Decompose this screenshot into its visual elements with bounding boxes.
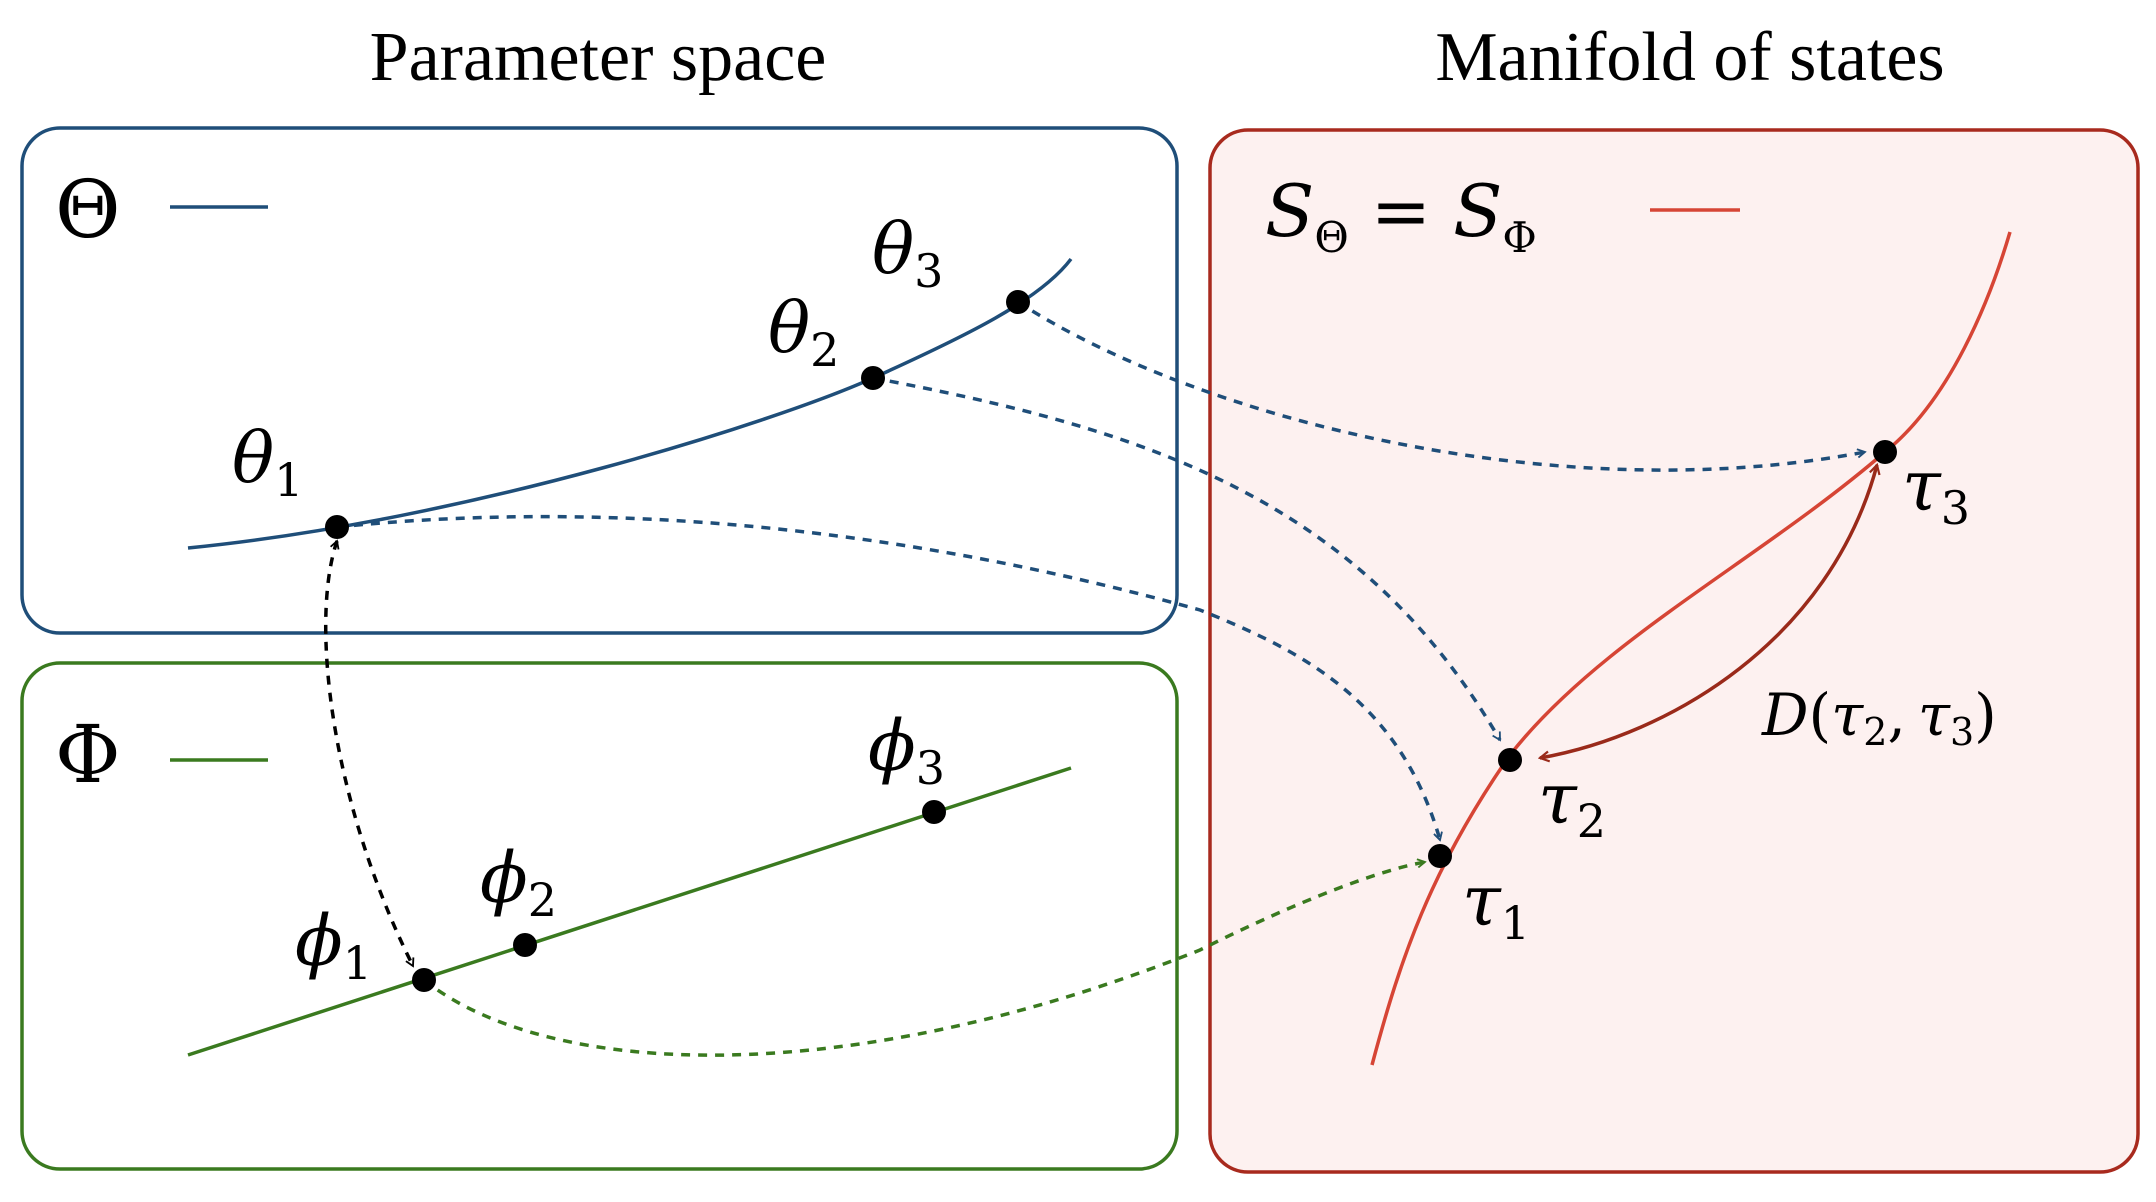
phi2-point: [513, 933, 537, 957]
manifold-panel: [1208, 128, 2140, 1174]
manifold-s-left: S: [1265, 169, 1314, 253]
phi1-point: [412, 968, 436, 992]
svg-text:SΘ=SΦ: SΘ=SΦ: [1265, 169, 1537, 262]
theta1-label: θ1: [232, 417, 303, 507]
theta2-point: [861, 366, 885, 390]
manifold-s-right: S: [1453, 169, 1502, 253]
phi-symbol: Φ: [55, 708, 121, 801]
theta1-phi1-equivalence-arrow: [323, 541, 415, 966]
manifold-sub-phi: Φ: [1502, 213, 1536, 262]
theta3-to-tau3-arrow: [1017, 300, 1865, 472]
manifold-legend-label: SΘ=SΦ: [1265, 169, 1537, 262]
tau3-point: [1873, 440, 1897, 464]
theta2-label: θ2: [768, 287, 839, 377]
theta-symbol: Θ: [55, 163, 121, 256]
manifold-sub-theta: Θ: [1314, 213, 1348, 262]
tau3-label: τ3: [1902, 445, 1970, 535]
distance-label: D(τ2,τ3): [1761, 681, 1997, 754]
manifold-equals: =: [1371, 169, 1431, 253]
tau1-point: [1428, 844, 1452, 868]
heading-manifold-of-states: Manifold of states: [1435, 19, 1944, 96]
phi1-label: ϕ1: [295, 900, 372, 990]
tau2-point: [1498, 748, 1522, 772]
geodesic-distance-arrow: [1540, 465, 1877, 758]
tau2-label: τ2: [1538, 758, 1606, 848]
theta2-to-tau2-arrow: [872, 376, 1502, 740]
phi2-label: ϕ2: [480, 837, 557, 927]
theta1-to-tau1-arrow: [336, 514, 1440, 840]
theta-panel: [20, 126, 1179, 635]
phi-panel: [20, 661, 1179, 1171]
tau1-label: τ1: [1462, 860, 1530, 950]
phi3-point: [922, 800, 946, 824]
heading-parameter-space: Parameter space: [370, 19, 827, 96]
phi1-to-tau1-arrow: [422, 862, 1425, 1057]
theta3-label: θ3: [872, 208, 943, 298]
theta1-point: [325, 515, 349, 539]
theta3-point: [1006, 290, 1030, 314]
phi3-label: ϕ3: [868, 705, 945, 795]
